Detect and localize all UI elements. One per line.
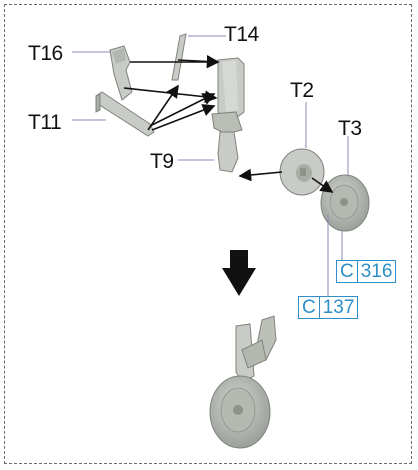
dashed-frame bbox=[4, 4, 412, 464]
ref-c316: C 316 bbox=[336, 260, 397, 283]
assembled-landing-gear bbox=[209, 315, 277, 449]
ref-c316-letter: C bbox=[337, 261, 358, 282]
label-t16: T16 bbox=[28, 42, 63, 65]
part-t14-rod bbox=[171, 33, 187, 81]
label-t2: T2 bbox=[290, 79, 314, 102]
assembly-arrows bbox=[123, 55, 334, 193]
label-t11: T11 bbox=[28, 111, 62, 134]
label-t9: T9 bbox=[150, 150, 174, 173]
ref-c316-number: 316 bbox=[360, 261, 393, 282]
part-t11 bbox=[95, 91, 155, 137]
ref-c137: C 137 bbox=[298, 296, 359, 319]
down-arrow-icon bbox=[222, 250, 256, 296]
ref-c137-letter: C bbox=[299, 297, 320, 318]
label-t14: T14 bbox=[224, 23, 259, 46]
part-t2-hub bbox=[279, 148, 325, 196]
part-t16 bbox=[109, 45, 133, 101]
label-t3: T3 bbox=[338, 117, 362, 140]
leader-lines bbox=[72, 35, 349, 296]
part-main-strut bbox=[211, 57, 245, 173]
ref-c137-number: 137 bbox=[322, 297, 355, 318]
